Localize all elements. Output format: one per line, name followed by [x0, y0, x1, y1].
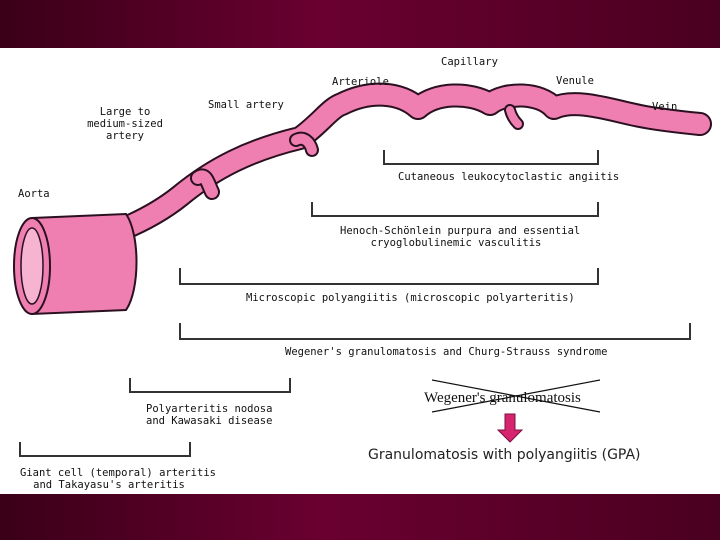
label-wegener-range: Wegener's granulomatosis and Churg-Strau…: [285, 346, 608, 358]
footer-band: [0, 494, 720, 540]
label-polyarteritis: Polyarteritis nodosa and Kawasaki diseas…: [146, 403, 273, 427]
old-name-struck: Wegener's granulomatosis: [424, 390, 581, 406]
down-arrow-icon: [496, 413, 524, 443]
label-cutaneous: Cutaneous leukocytoclastic angiitis: [398, 171, 620, 183]
bracket-cutaneous: [383, 150, 599, 165]
strike-line-2: [431, 379, 601, 413]
new-name: Granulomatosis with polyangiitis (GPA): [368, 447, 641, 463]
label-vein: Vein: [652, 101, 678, 113]
label-giant-cell: Giant cell (temporal) arteritis and Taka…: [20, 467, 216, 491]
bracket-giant-cell: [19, 442, 191, 457]
aorta-cylinder: [13, 212, 138, 316]
bracket-wegener: [179, 323, 691, 340]
bracket-henoch: [311, 202, 599, 217]
header-band: [0, 0, 720, 48]
label-henoch: Henoch-Schönlein purpura and essential c…: [340, 225, 581, 249]
label-small-artery: Small artery: [208, 99, 284, 111]
label-capillary: Capillary: [441, 56, 498, 68]
bracket-microscopic: [179, 268, 599, 285]
label-arteriole: Arteriole: [332, 76, 389, 88]
bracket-polyarteritis: [129, 378, 291, 393]
label-microscopic: Microscopic polyangiitis (microscopic po…: [246, 292, 575, 304]
label-venule: Venule: [556, 75, 594, 87]
label-aorta: Aorta: [18, 188, 50, 200]
label-large-artery: Large to medium-sized artery: [87, 106, 163, 142]
